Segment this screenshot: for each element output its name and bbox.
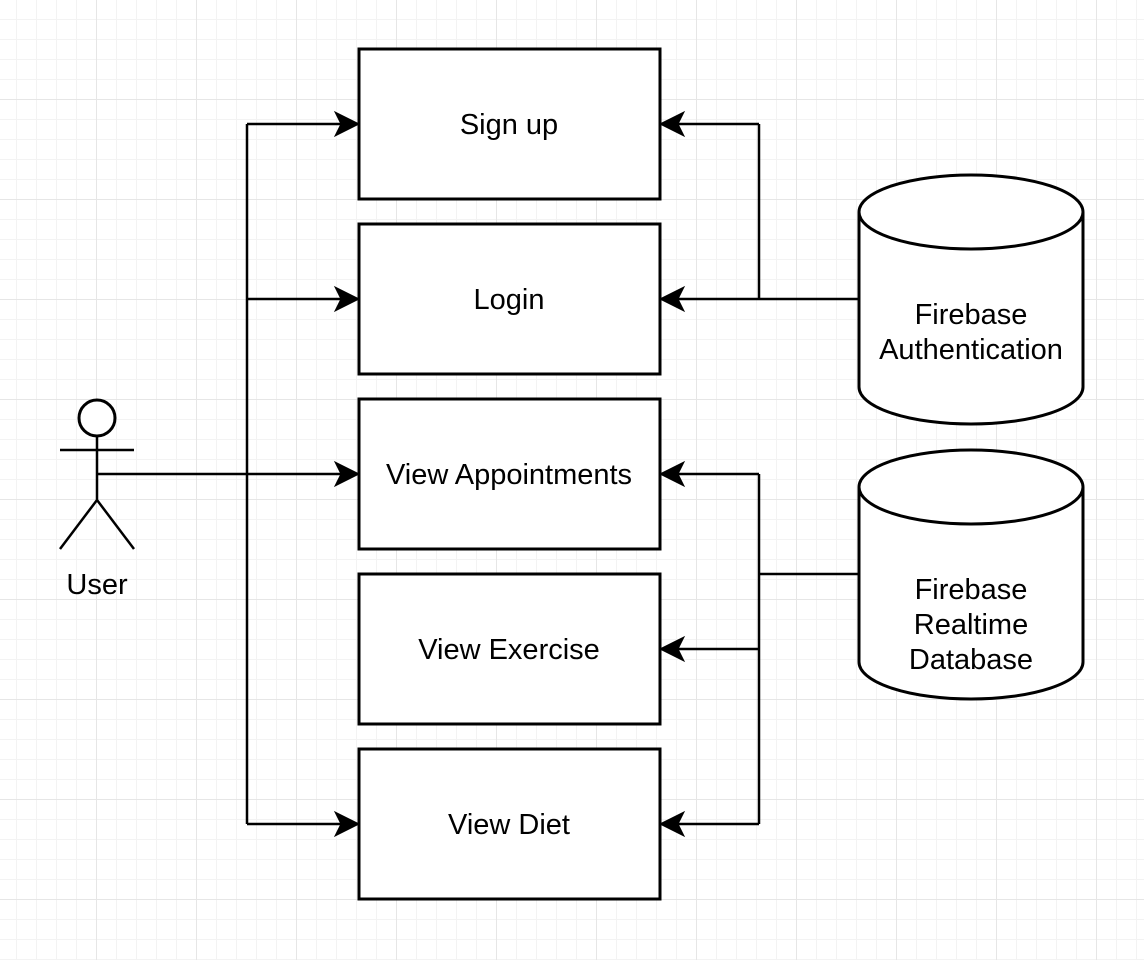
edge-user-trunk (97, 124, 249, 824)
use-case-label: View Exercise (418, 634, 600, 666)
datastore-label-line: Authentication (879, 334, 1063, 366)
cylinder-top (857, 173, 1085, 251)
cylinder-body (857, 212, 1085, 426)
arrowhead-auth-signup (658, 110, 686, 138)
cylinder-body (857, 487, 1085, 701)
actor-body (59, 436, 135, 550)
arrowhead-user-login (333, 285, 361, 313)
arrowhead-user-appointments (333, 460, 361, 488)
use-case-label: View Appointments (386, 459, 632, 491)
use-case-diet: View Diet (357, 747, 662, 901)
use-case-box (357, 397, 662, 551)
arrowhead-rtdb-diet (658, 810, 686, 838)
use-case-login: Login (357, 222, 662, 376)
arrowhead-user-diet (333, 810, 361, 838)
edge-auth-trunk (757, 124, 859, 301)
use-case-label: View Diet (448, 809, 570, 841)
use-case-signup: Sign up (357, 47, 662, 201)
arrowhead-rtdb-appointments (658, 460, 686, 488)
datastore-firebase-authentication: Firebase Authentication (857, 173, 1085, 426)
datastore-label-line: Firebase (915, 299, 1028, 331)
use-case-box (357, 47, 662, 201)
actor-user: User (59, 398, 135, 601)
connectors (97, 110, 859, 838)
edge-rtdb-trunk (757, 474, 859, 824)
use-case-box (357, 747, 662, 901)
use-case-exercise: View Exercise (357, 572, 662, 726)
use-case-label: Login (474, 284, 545, 316)
datastore-label-line: Realtime (914, 609, 1028, 641)
actor-label: User (66, 569, 128, 601)
use-case-appointments: View Appointments (357, 397, 662, 551)
actor-head (77, 398, 117, 438)
datastore-label-line: Database (909, 644, 1033, 676)
use-case-label: Sign up (460, 109, 558, 141)
datastore-firebase-realtime-database: Firebase Realtime Database (857, 448, 1085, 701)
arrowhead-user-signup (333, 110, 361, 138)
arrowhead-auth-login (658, 285, 686, 313)
arrowhead-rtdb-exercise (658, 635, 686, 663)
datastore-label-line: Firebase (915, 574, 1028, 606)
use-case-box (357, 222, 662, 376)
cylinder-top (857, 448, 1085, 526)
use-case-box (357, 572, 662, 726)
